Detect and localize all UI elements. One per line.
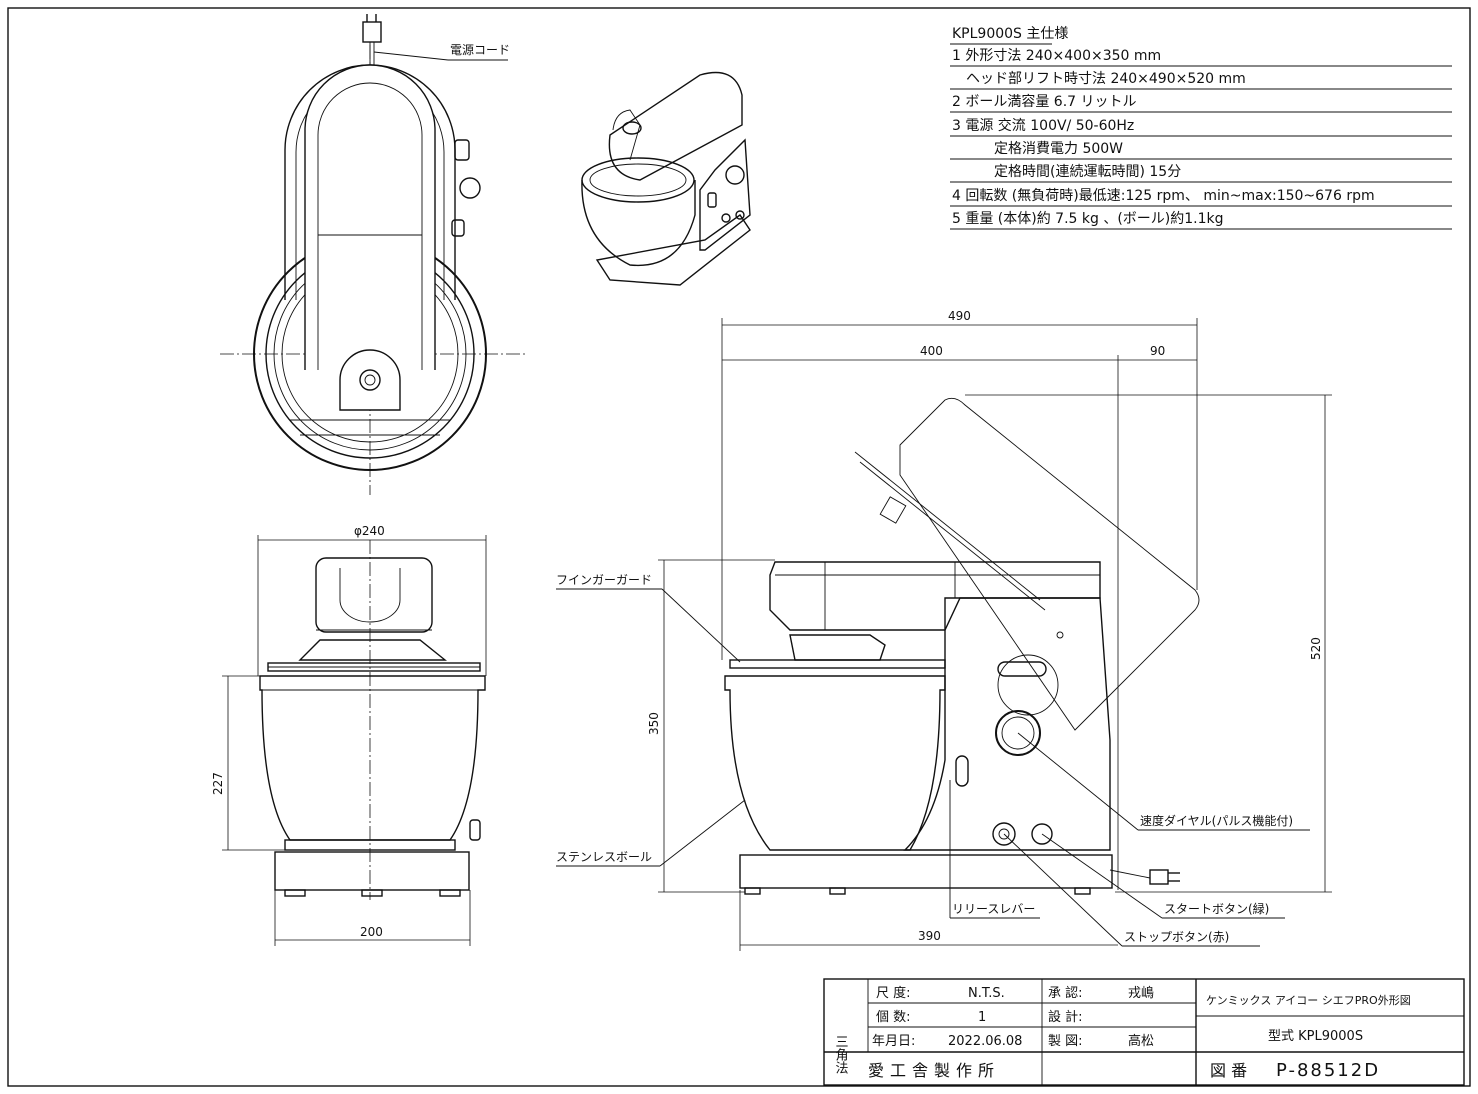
label-speed-dial: 速度ダイヤル(パルス機能付) [1140, 813, 1293, 828]
date-label: 年月日: [872, 1034, 915, 1049]
dim-bowl-diameter: φ240 [354, 524, 385, 538]
quantity-label: 個 数: [876, 1010, 911, 1025]
dim-lift-height: 520 [1309, 637, 1323, 660]
drawing-border [7, 7, 1471, 1087]
label-start-button: スタートボタン(緑) [1164, 901, 1269, 916]
drawing-no: P-88512D [1276, 1060, 1380, 1081]
dim-overall-width: 490 [948, 309, 971, 323]
projection-method: 三角法 [833, 1035, 849, 1074]
spec-row-1: 1 外形寸法 240×400×350 mm [952, 48, 1161, 64]
label-release-lever: リリースレバー [952, 902, 1035, 916]
scale-value: N.T.S. [968, 986, 1005, 1001]
date-value: 2022.06.08 [948, 1034, 1022, 1049]
side-view: 490 400 90 520 350 390 フインガーガード ステンレスボール… [556, 309, 1332, 951]
scale-label: 尺 度: [876, 985, 911, 1001]
spec-row-1b: ヘッド部リフト時寸法 240×490×520 mm [966, 71, 1246, 87]
dim-body-width: 400 [920, 344, 943, 358]
perspective-view [581, 71, 751, 286]
spec-row-3b: 定格時間(連続運転時間) 15分 [994, 163, 1181, 180]
dim-bowl-height: 227 [211, 772, 225, 795]
drawing-title: ケンミックス アイコー シエフPRO外形図 [1206, 994, 1411, 1007]
drawn-label: 製 図: [1048, 1034, 1083, 1049]
spec-row-3: 3 電源 交流 100V/ 50-60Hz [952, 117, 1134, 134]
label-power-cord: 電源コード [450, 43, 510, 57]
drawn-value: 高松 [1128, 1033, 1154, 1049]
front-view: φ240 227 200 [211, 524, 487, 946]
spec-row-5: 5 重量 (本体)約 7.5 kg 、(ボール)約1.1kg [952, 211, 1224, 227]
spec-table: KPL9000S 主仕様 1 外形寸法 240×400×350 mm ヘッド部リ… [950, 26, 1452, 230]
drawing-no-label: 図 番 [1210, 1061, 1247, 1080]
spec-row-4: 4 回転数 (無負荷時)最低速:125 rpm、 min~max:150~676… [952, 188, 1375, 204]
spec-row-2: 2 ボール満容量 6.7 リットル [952, 93, 1137, 110]
label-stainless-bowl: ステンレスボール [556, 850, 652, 864]
top-view: 電源コード [220, 14, 525, 495]
dim-height: 350 [647, 712, 661, 735]
approved-label: 承 認: [1048, 985, 1083, 1001]
label-finger-guard: フインガーガード [556, 573, 652, 587]
quantity-value: 1 [978, 1010, 986, 1025]
dim-head-offset: 90 [1150, 344, 1165, 358]
model: 型式 KPL9000S [1268, 1029, 1363, 1044]
approved-value: 戎嶋 [1128, 986, 1154, 1001]
company: 愛工舎製作所 [868, 1061, 1000, 1080]
dim-front-base-width: 200 [360, 925, 383, 939]
title-block: 三角法 尺 度: N.T.S. 個 数: 1 年月日: 2022.06.08 承… [823, 978, 1465, 1086]
spec-row-3a: 定格消費電力 500W [994, 141, 1123, 157]
dim-side-base-width: 390 [918, 929, 941, 943]
label-stop-button: ストップボタン(赤) [1124, 930, 1229, 944]
designed-label: 設 計: [1048, 1009, 1083, 1025]
spec-title: KPL9000S 主仕様 [952, 26, 1068, 42]
